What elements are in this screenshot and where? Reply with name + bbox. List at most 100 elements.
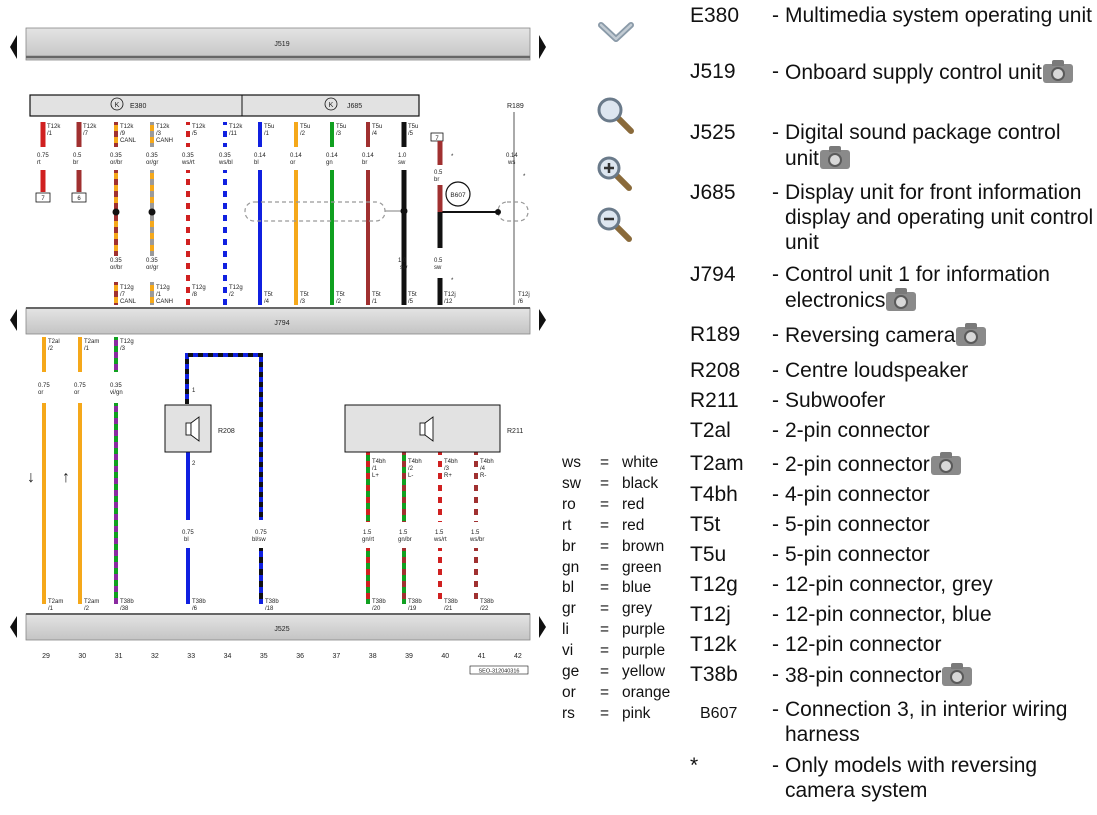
component-description: Centre loudspeaker — [785, 359, 969, 382]
legend-row: rs=pink — [562, 704, 670, 725]
component-id: T2al — [690, 419, 731, 442]
fuse-label: 7 — [41, 196, 45, 202]
pin-label: T38b — [408, 599, 422, 605]
column-number: 41 — [478, 653, 486, 660]
component-dash: - — [772, 359, 779, 382]
pin-number: 1 — [192, 388, 196, 394]
bar-left-arrow-icon[interactable] — [10, 616, 17, 638]
component-id: T5t — [690, 513, 721, 536]
pin-number: /12 — [444, 299, 453, 305]
legend-row: gr=grey — [562, 599, 670, 620]
unit-label-j685: J685 — [347, 103, 362, 110]
k-badge-label-e380: K — [115, 102, 120, 109]
magnifier-icon[interactable] — [596, 96, 636, 136]
pin-label: T12k — [156, 124, 170, 130]
camera-icon[interactable] — [819, 145, 850, 169]
pin-signal: R- — [480, 473, 486, 479]
pin-label: T38b — [372, 599, 386, 605]
component-description: Only models with reversing camera system — [785, 754, 1038, 802]
legend-eq: = — [600, 621, 610, 639]
camera-icon[interactable] — [886, 287, 917, 311]
speaker-icon — [185, 422, 192, 436]
chevron-down-icon[interactable] — [596, 15, 636, 55]
wire-color-code: or/gr — [146, 160, 158, 166]
b607-star: * — [451, 278, 454, 284]
bar-left-arrow-icon[interactable] — [10, 35, 17, 59]
pin-label: T12g — [192, 285, 206, 291]
component-description: 5-pin connector — [785, 513, 930, 536]
b607-color-bottom: sw — [434, 265, 442, 271]
k-badge-icon — [324, 97, 338, 111]
pin-label: T2am — [84, 599, 99, 605]
legend-eq: = — [600, 495, 610, 513]
legend-row: gn=green — [562, 558, 670, 579]
legend-code: vi — [562, 642, 574, 660]
legend-eq: = — [600, 558, 610, 576]
camera-icon[interactable] — [942, 662, 973, 686]
viewer-toolbar — [596, 10, 640, 250]
bar-left-arrow-icon[interactable] — [10, 309, 17, 331]
wire-color-code: gn/br — [398, 537, 412, 543]
fuse-label: 7 — [435, 136, 439, 142]
pin-number: /8 — [192, 292, 198, 298]
legend-eq: = — [600, 474, 610, 492]
wire-size: 0.75 — [182, 530, 194, 536]
pin-label: T4bh — [444, 459, 458, 465]
pin-label: T12g — [156, 285, 170, 291]
pin-label: T12g — [229, 285, 243, 291]
legend-name: pink — [622, 704, 651, 722]
pin-number: /11 — [229, 131, 238, 137]
bar-label-j794: J794 — [274, 320, 289, 327]
wire-color-code: or/br — [110, 265, 122, 271]
legend-code: gr — [562, 600, 576, 618]
pin-number: /1 — [84, 346, 90, 352]
pin-number: /1 — [372, 466, 378, 472]
column-number: 38 — [369, 653, 377, 660]
legend-code: ge — [562, 663, 580, 681]
k-badge-icon — [110, 97, 124, 111]
component-description: Control unit 1 for information electroni… — [785, 263, 1050, 312]
b607-size-top: 0.5 — [434, 170, 443, 176]
bar-right-arrow-icon[interactable] — [539, 35, 546, 59]
unit-label-r189: R189 — [507, 103, 524, 110]
wire-color-code: sw — [400, 265, 408, 271]
wire-color-code: gn/rt — [362, 537, 374, 543]
b607-color-top: br — [434, 177, 439, 183]
legend-row: rt=red — [562, 516, 670, 537]
wire-size: 1.5 — [399, 530, 408, 536]
pin-number: /7 — [83, 131, 89, 137]
camera-icon[interactable] — [930, 451, 961, 475]
legend-name: white — [622, 454, 659, 471]
wire-size: 0.35 — [110, 153, 122, 159]
shield-ellipse-right — [497, 201, 529, 222]
component-dash: - — [772, 573, 779, 596]
legend-code: ws — [562, 454, 581, 471]
pin-label: T12k — [192, 124, 206, 130]
component-id: T12k — [690, 633, 737, 656]
pin-label: T12g — [120, 285, 134, 291]
r211-subwoofer: R211 — [344, 404, 523, 453]
bar-right-arrow-icon[interactable] — [539, 616, 546, 638]
pin-signal: L+ — [372, 473, 379, 479]
wire-size: 0.14 — [506, 153, 518, 159]
zoom-out-icon[interactable] — [596, 206, 636, 246]
pin-number: /7 — [120, 292, 126, 298]
pin-label: T5t — [264, 292, 273, 298]
camera-icon[interactable] — [1042, 59, 1073, 83]
j525-bar: J525 — [10, 613, 546, 641]
bar-right-arrow-icon[interactable] — [539, 309, 546, 331]
column-number: 30 — [78, 653, 86, 660]
pin-signal: CANH — [156, 299, 173, 305]
legend-name: purple — [622, 621, 666, 639]
component-dash: - — [772, 698, 779, 721]
zoom-in-icon[interactable] — [596, 155, 636, 195]
legend-name: grey — [622, 600, 653, 618]
wire-color-code: or/br — [110, 160, 122, 166]
legend-name: yellow — [622, 663, 666, 681]
wire-size: 0.75 — [37, 153, 49, 159]
pin-label: T38b — [480, 599, 494, 605]
pin-label: T12k — [120, 124, 134, 130]
camera-icon[interactable] — [956, 322, 987, 346]
component-dash: - — [772, 483, 779, 506]
wire-size: 0.75 — [255, 530, 267, 536]
